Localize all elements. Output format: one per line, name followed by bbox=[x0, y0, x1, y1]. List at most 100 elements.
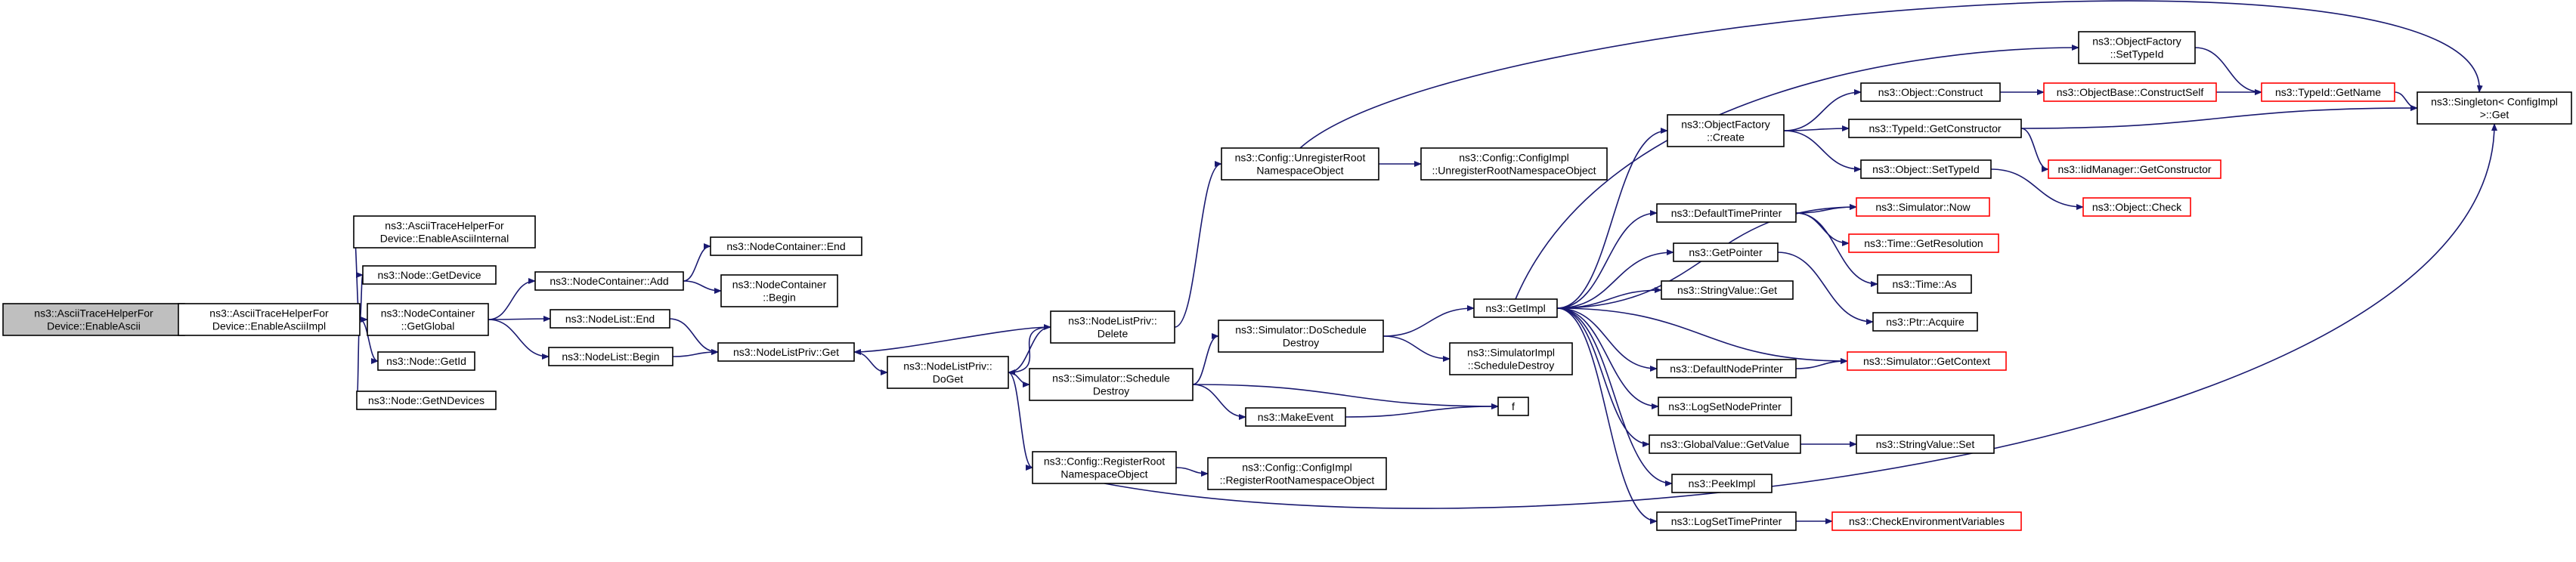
node-objconstruct-box bbox=[1860, 82, 2001, 102]
node-getpointer[interactable]: ns3::GetPointer bbox=[1673, 242, 1779, 262]
node-nlbegin[interactable]: ns3::NodeList::Begin bbox=[548, 347, 673, 366]
node-typeidgetname[interactable]: ns3::TypeId::GetName bbox=[2261, 82, 2395, 102]
edge-nlpdelete-to-unregroot bbox=[1174, 161, 1222, 328]
node-getndevices[interactable]: ns3::Node::GetNDevices bbox=[356, 391, 497, 410]
node-regroot[interactable]: ns3::Config::RegisterRootNamespaceObject bbox=[1032, 451, 1177, 484]
node-logsettimeprinter[interactable]: ns3::LogSetTimePrinter bbox=[1656, 511, 1797, 531]
node-globalvalueget[interactable]: ns3::GlobalValue::GetValue bbox=[1649, 434, 1801, 454]
node-makeevent-box bbox=[1245, 407, 1346, 427]
node-simnow[interactable]: ns3::Simulator::Now bbox=[1856, 197, 1990, 217]
node-defnodeprinter-label-0: ns3::DefaultNodePrinter bbox=[1670, 363, 1783, 375]
node-unregroot-label-1: NamespaceObject bbox=[1256, 165, 1343, 177]
node-ncbegin-label-0: ns3::NodeContainer bbox=[732, 279, 827, 291]
node-regroot-label-0: ns3::Config::RegisterRoot bbox=[1044, 455, 1165, 468]
edge-typeidgetctor-to-iidmgr bbox=[2020, 128, 2049, 172]
node-iidmgr-label-0: ns3::IidManager::GetConstructor bbox=[2057, 163, 2211, 175]
node-typeidgetctor[interactable]: ns3::TypeId::GetConstructor bbox=[1848, 119, 2022, 138]
node-ncadd[interactable]: ns3::NodeContainer::Add bbox=[534, 271, 684, 291]
node-ncend[interactable]: ns3::NodeContainer::End bbox=[710, 236, 862, 256]
node-simimpl-label-1: ::ScheduleDestroy bbox=[1468, 360, 1554, 372]
edge-nlpdelete-to-nlpget bbox=[853, 326, 1051, 355]
node-nlpdoget[interactable]: ns3::NodeListPriv::DoGet bbox=[887, 356, 1009, 389]
node-defnodeprinter[interactable]: ns3::DefaultNodePrinter bbox=[1656, 359, 1797, 378]
node-timegetres[interactable]: ns3::Time::GetResolution bbox=[1848, 233, 1999, 253]
node-deftimeprinter[interactable]: ns3::DefaultTimePrinter bbox=[1656, 203, 1797, 223]
edge-getimpl-to-logsetnodeprinter bbox=[1556, 307, 1659, 409]
node-cfgreg[interactable]: ns3::Config::ConfigImpl::RegisterRootNam… bbox=[1207, 457, 1387, 490]
node-cfgunreg-box bbox=[1420, 147, 1608, 181]
node-checkenv-label-0: ns3::CheckEnvironmentVariables bbox=[1849, 515, 2005, 527]
node-iidmgr[interactable]: ns3::IidManager::GetConstructor bbox=[2048, 159, 2221, 179]
node-objconstruct-label-0: ns3::Object::Construct bbox=[1878, 86, 1983, 98]
node-getndevices-box bbox=[356, 391, 497, 410]
node-unregroot[interactable]: ns3::Config::UnregisterRootNamespaceObje… bbox=[1221, 147, 1379, 181]
node-getdevice[interactable]: ns3::Node::GetDevice bbox=[362, 265, 497, 285]
edge-schedule-to-doschedule bbox=[1192, 333, 1219, 385]
node-logsetnodeprinter-box bbox=[1658, 397, 1792, 416]
edge-getimpl-to-simgetcontext bbox=[1556, 307, 1848, 364]
node-peekimpl[interactable]: ns3::PeekImpl bbox=[1671, 474, 1773, 493]
edge-getimpl-to-globalvalueget bbox=[1556, 307, 1650, 447]
node-nlpdoget-label-0: ns3::NodeListPriv:: bbox=[903, 360, 992, 372]
node-f-label-0: f bbox=[1512, 400, 1515, 412]
node-ncend-label-0: ns3::NodeContainer::End bbox=[726, 240, 845, 252]
edge-ofcreate-to-objconstruct bbox=[1783, 89, 1862, 131]
edge-getimpl-to-logsettimeprinter bbox=[1556, 307, 1658, 524]
node-regroot-box bbox=[1032, 451, 1177, 484]
node-singleton[interactable]: ns3::Singleton< ConfigImpl >::Get bbox=[2417, 91, 2572, 125]
edge-typeidgetctor-to-singleton bbox=[2020, 105, 2418, 129]
node-ptracquire-box bbox=[1872, 312, 1978, 332]
node-objbaseconstruct[interactable]: ns3::ObjectBase::ConstructSelf bbox=[2043, 82, 2217, 102]
node-ncbegin[interactable]: ns3::NodeContainer::Begin bbox=[720, 274, 838, 307]
node-deftimeprinter-box bbox=[1656, 203, 1797, 223]
node-checkenv[interactable]: ns3::CheckEnvironmentVariables bbox=[1831, 511, 2022, 531]
node-checkenv-box bbox=[1831, 511, 2022, 531]
node-objsettypeid[interactable]: ns3::Object::SetTypeId bbox=[1860, 159, 1992, 179]
node-defnodeprinter-box bbox=[1656, 359, 1797, 378]
node-ofsettypeid[interactable]: ns3::ObjectFactory::SetTypeId bbox=[2078, 31, 2196, 64]
node-internal[interactable]: ns3::AsciiTraceHelperForDevice::EnableAs… bbox=[353, 215, 536, 249]
edge-ncadd-to-ncbegin bbox=[683, 280, 722, 294]
edge-defnodeprinter-to-simgetcontext bbox=[1795, 358, 1848, 369]
node-stringvalueget[interactable]: ns3::StringValue::Get bbox=[1661, 280, 1794, 300]
node-impl-label-1: Device::EnableAsciiImpl bbox=[212, 320, 326, 332]
node-makeevent[interactable]: ns3::MakeEvent bbox=[1245, 407, 1346, 427]
edge-typeidgetname-to-singleton bbox=[2394, 91, 2418, 111]
node-logsetnodeprinter[interactable]: ns3::LogSetNodePrinter bbox=[1658, 397, 1792, 416]
node-f[interactable]: f bbox=[1497, 397, 1529, 416]
node-getdevice-box bbox=[362, 265, 497, 285]
node-nlend[interactable]: ns3::NodeList::End bbox=[550, 309, 670, 329]
node-getid[interactable]: ns3::Node::GetId bbox=[377, 351, 475, 371]
node-schedule[interactable]: ns3::Simulator::ScheduleDestroy bbox=[1029, 368, 1194, 401]
node-nlpget[interactable]: ns3::NodeListPriv::Get bbox=[717, 342, 855, 362]
node-timeas[interactable]: ns3::Time::As bbox=[1877, 274, 1972, 294]
node-impl[interactable]: ns3::AsciiTraceHelperForDevice::EnableAs… bbox=[178, 303, 361, 336]
node-ptracquire[interactable]: ns3::Ptr::Acquire bbox=[1872, 312, 1978, 332]
node-iidmgr-box bbox=[2048, 159, 2221, 179]
node-cfgunreg-label-1: ::UnregisterRootNamespaceObject bbox=[1432, 165, 1596, 177]
node-singleton-box bbox=[2417, 91, 2572, 125]
node-stringvalueget-box bbox=[1661, 280, 1794, 300]
node-getimpl[interactable]: ns3::GetImpl bbox=[1473, 298, 1558, 318]
node-simimpl[interactable]: ns3::SimulatorImpl::ScheduleDestroy bbox=[1449, 342, 1573, 375]
node-getglobal[interactable]: ns3::NodeContainer::GetGlobal bbox=[367, 303, 489, 336]
edge-getpointer-to-ptracquire bbox=[1777, 252, 1874, 325]
edge-getimpl-to-deftimeprinter bbox=[1556, 210, 1658, 309]
node-stringvalueset[interactable]: ns3::StringValue::Set bbox=[1856, 434, 1995, 454]
node-typeidgetname-label-0: ns3::TypeId::GetName bbox=[2275, 86, 2381, 98]
node-regroot-label-1: NamespaceObject bbox=[1060, 468, 1147, 480]
node-objconstruct[interactable]: ns3::Object::Construct bbox=[1860, 82, 2001, 102]
edge-doschedule-to-simimpl bbox=[1382, 335, 1451, 362]
node-root[interactable]: ns3::AsciiTraceHelperForDevice::EnableAs… bbox=[2, 303, 185, 336]
edge-nlpget-to-nlpdoget bbox=[853, 351, 888, 375]
node-nlbegin-box bbox=[548, 347, 673, 366]
node-simgetcontext[interactable]: ns3::Simulator::GetContext bbox=[1847, 351, 2007, 371]
edge-ofsettypeid-to-typeidgetname bbox=[2194, 47, 2262, 95]
node-ofcreate[interactable]: ns3::ObjectFactory::Create bbox=[1667, 114, 1785, 147]
node-nlpdelete[interactable]: ns3::NodeListPriv::Delete bbox=[1050, 310, 1175, 344]
edge-getimpl-to-getpointer bbox=[1556, 249, 1674, 309]
edge-ofcreate-to-typeidgetctor bbox=[1783, 125, 1850, 132]
node-objcheck[interactable]: ns3::Object::Check bbox=[2082, 197, 2191, 217]
node-cfgunreg[interactable]: ns3::Config::ConfigImpl::UnregisterRootN… bbox=[1420, 147, 1608, 181]
